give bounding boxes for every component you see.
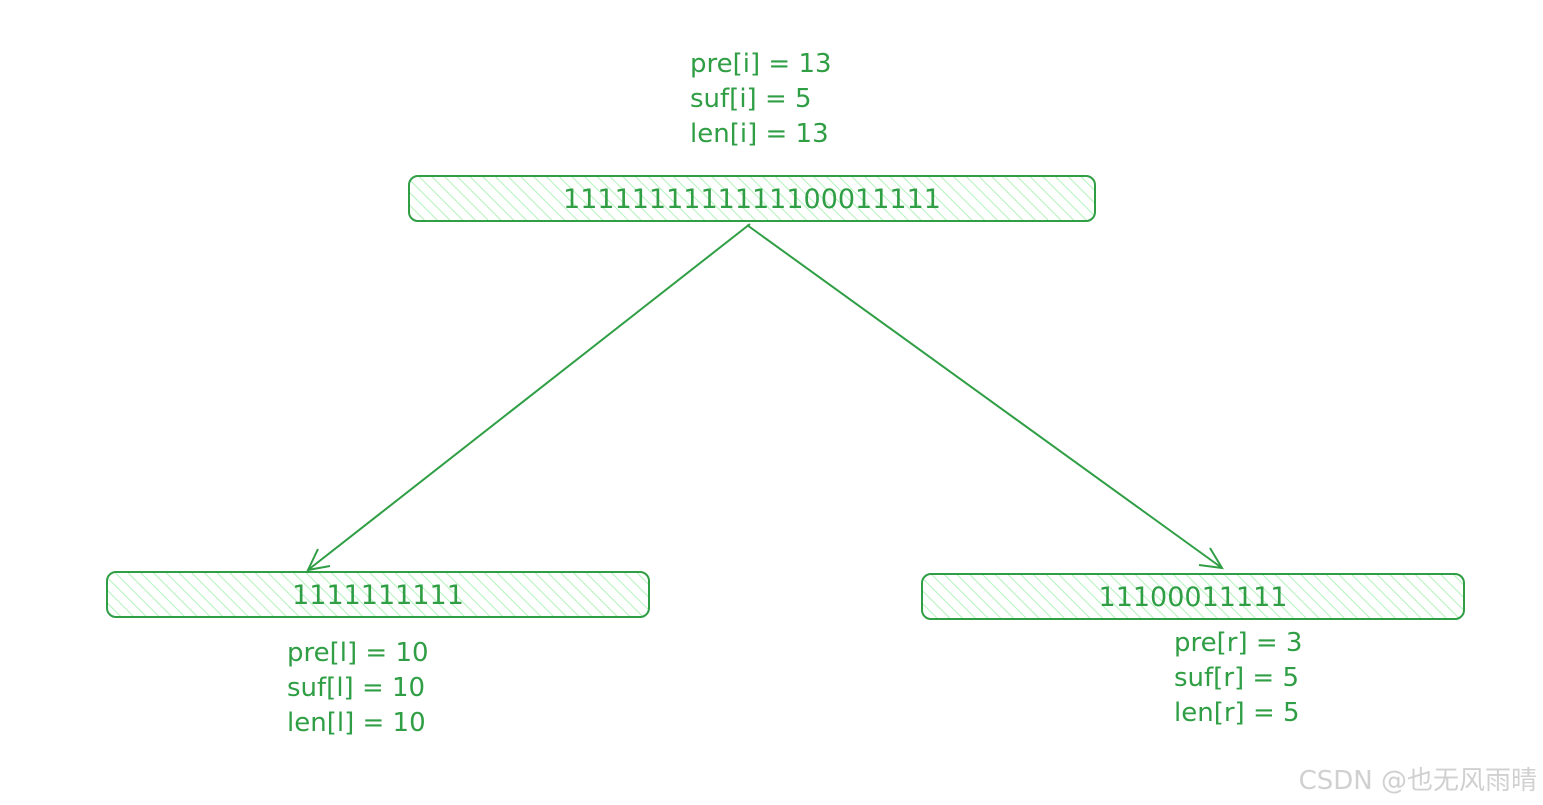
left-node-box xyxy=(106,571,650,618)
edge-line-right xyxy=(746,224,1223,569)
right-node-label: 11100011111 xyxy=(1099,582,1288,613)
root-node-box xyxy=(408,175,1096,222)
edge-root-to-right xyxy=(746,224,1224,570)
right-suf-label: suf[r] = 5 xyxy=(1174,663,1299,693)
right-node-box xyxy=(921,573,1465,620)
watermark: CSDN @也无风雨晴 xyxy=(1298,766,1537,796)
root-node: 1111111111111100011111 xyxy=(408,175,1096,222)
left-suf-label: suf[l] = 10 xyxy=(287,673,425,703)
right-node: 11100011111 xyxy=(921,573,1465,620)
arrowhead-left-icon xyxy=(306,548,331,572)
right-pre-label: pre[r] = 3 xyxy=(1174,628,1302,658)
arrowhead-right-icon xyxy=(1198,547,1224,570)
left-node-label: 1111111111 xyxy=(292,580,464,611)
left-pre-label: pre[l] = 10 xyxy=(287,638,429,668)
left-stats: pre[l] = 10 suf[l] = 10 len[l] = 10 xyxy=(287,638,429,738)
edge-root-to-left xyxy=(306,223,751,572)
left-len-label: len[l] = 10 xyxy=(287,708,426,738)
left-node: 1111111111 xyxy=(106,571,650,618)
root-stats: pre[i] = 13 suf[i] = 5 len[i] = 13 xyxy=(690,49,832,149)
root-pre-label: pre[i] = 13 xyxy=(690,49,832,79)
right-stats: pre[r] = 3 suf[r] = 5 len[r] = 5 xyxy=(1174,628,1302,728)
root-len-label: len[i] = 13 xyxy=(690,119,829,149)
right-len-label: len[r] = 5 xyxy=(1174,698,1300,728)
edge-line-left xyxy=(307,223,751,571)
root-suf-label: suf[i] = 5 xyxy=(690,84,812,114)
root-node-label: 1111111111111100011111 xyxy=(563,184,941,215)
